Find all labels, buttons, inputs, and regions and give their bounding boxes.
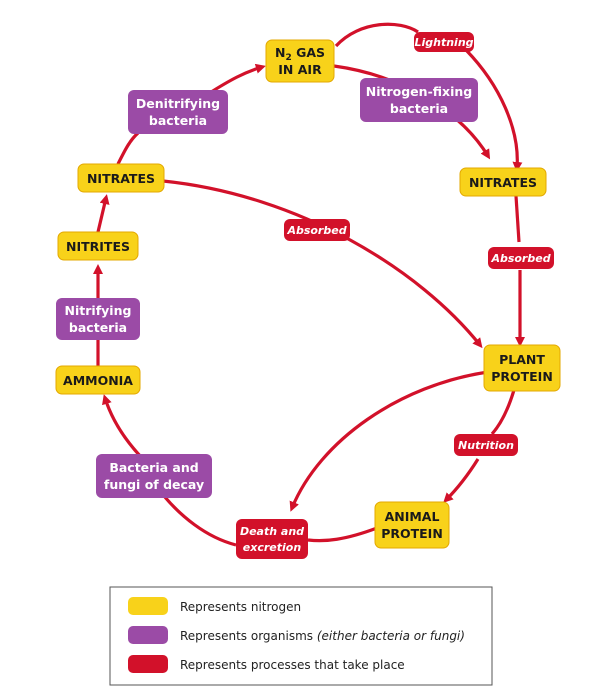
svg-text:PROTEIN: PROTEIN — [381, 526, 443, 541]
node-n2-gas: N2 GAS IN AIR — [265, 39, 335, 83]
svg-text:AMMONIA: AMMONIA — [63, 373, 133, 388]
svg-text:Absorbed: Absorbed — [286, 224, 346, 237]
legend-item-organisms: Represents organisms (either bacteria or… — [128, 626, 465, 644]
arrow-lightning-to-nitrates — [464, 48, 523, 172]
node-animal-protein: ANIMAL PROTEIN — [374, 501, 450, 549]
svg-text:N2 GAS: N2 GAS — [275, 45, 325, 63]
legend-swatch-processes — [128, 655, 168, 673]
process-absorbed-center: Absorbed — [284, 219, 350, 241]
svg-text:Represents organisms (either b: Represents organisms (either bacteria or… — [180, 629, 465, 643]
svg-text:Death and: Death and — [240, 525, 304, 538]
arrow-death-to-decay — [162, 494, 237, 547]
svg-text:PROTEIN: PROTEIN — [491, 369, 553, 384]
svg-text:Represents processes that take: Represents processes that take place — [180, 658, 405, 672]
arrow-denitrifying-to-n2 — [207, 63, 266, 96]
legend: Represents nitrogen Represents organisms… — [109, 586, 493, 686]
node-nitrates-right: NITRATES — [459, 167, 547, 197]
svg-text:fungi of decay: fungi of decay — [104, 477, 204, 492]
legend-item-processes: Represents processes that take place — [128, 655, 405, 673]
svg-text:Denitrifying: Denitrifying — [136, 96, 220, 111]
cycle-arrows — [93, 22, 525, 547]
svg-text:bacteria: bacteria — [69, 320, 127, 335]
svg-text:Represents nitrogen: Represents nitrogen — [180, 600, 301, 614]
arrow-nitrates-to-absorbed — [514, 195, 521, 243]
arrow-nutrition-to-animal — [443, 458, 480, 503]
svg-text:bacteria: bacteria — [149, 113, 207, 128]
svg-text:PLANT: PLANT — [499, 352, 545, 367]
organism-denitrifying-bacteria: Denitrifying bacteria — [128, 90, 228, 134]
svg-text:NITRITES: NITRITES — [66, 239, 130, 254]
node-plant-protein: PLANT PROTEIN — [483, 344, 561, 392]
svg-text:IN AIR: IN AIR — [278, 62, 322, 77]
organism-nitrogen-fixing-bacteria: Nitrogen-fixing bacteria — [360, 78, 478, 122]
organism-decay-bacteria-fungi: Bacteria and fungi of decay — [96, 454, 212, 498]
svg-text:Nitrogen-fixing: Nitrogen-fixing — [366, 84, 472, 99]
legend-swatch-organisms — [128, 626, 168, 644]
legend-swatch-nitrogen — [128, 597, 168, 615]
process-lightning: Lightning — [414, 32, 474, 52]
svg-text:Nutrition: Nutrition — [458, 439, 514, 452]
arrow-n2-to-lightning — [334, 22, 419, 48]
svg-text:Bacteria and: Bacteria and — [109, 460, 198, 475]
svg-text:bacteria: bacteria — [390, 101, 448, 116]
arrow-decay-to-ammonia — [102, 394, 144, 460]
svg-text:Nitrifying: Nitrifying — [65, 303, 132, 318]
arrow-nitrites-to-nitrates — [96, 194, 110, 233]
arrow-animal-to-death — [307, 526, 378, 543]
arrow-nitrates-to-denitrifying — [116, 131, 140, 165]
svg-text:excretion: excretion — [243, 541, 302, 554]
svg-text:Absorbed: Absorbed — [490, 252, 550, 265]
node-ammonia: AMMONIA — [55, 365, 141, 395]
legend-item-nitrogen: Represents nitrogen — [128, 597, 301, 615]
svg-text:Lightning: Lightning — [414, 36, 473, 49]
svg-text:NITRATES: NITRATES — [87, 171, 155, 186]
node-nitrites: NITRITES — [57, 231, 139, 261]
arrow-plant-to-death — [289, 370, 489, 512]
process-absorbed-right: Absorbed — [488, 247, 554, 269]
organism-nitrifying-bacteria: Nitrifying bacteria — [56, 298, 140, 340]
arrow-nitrates-left-to-plant — [162, 179, 483, 349]
arrow-plant-to-nutrition — [490, 389, 516, 436]
process-death-excretion: Death and excretion — [236, 519, 308, 559]
node-nitrates-left: NITRATES — [77, 163, 165, 193]
svg-text:NITRATES: NITRATES — [469, 175, 537, 190]
svg-text:ANIMAL: ANIMAL — [385, 509, 440, 524]
process-nutrition: Nutrition — [454, 434, 518, 456]
